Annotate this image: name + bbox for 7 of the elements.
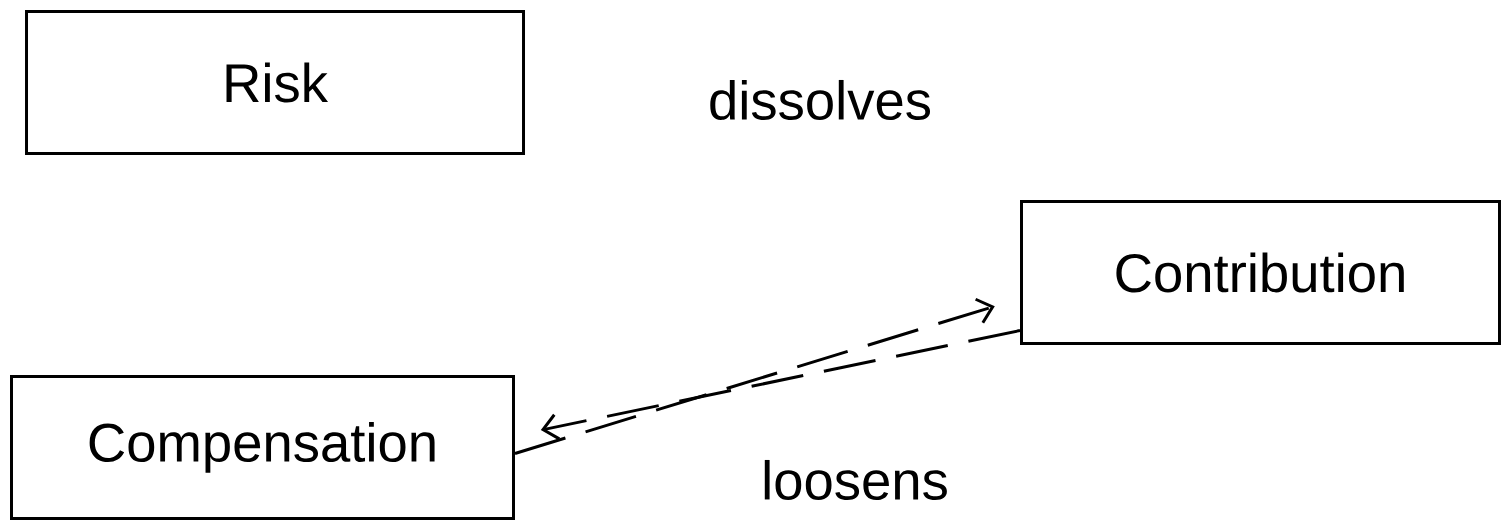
arrow: [540, 329, 1021, 441]
process-box: Contribution: [1020, 200, 1501, 345]
process-box: Compensation: [10, 375, 515, 520]
process-box: Risk: [25, 10, 525, 155]
note-text: dissolves: [710, 79, 930, 120]
edge-label: loosens: [757, 456, 953, 504]
arrow: [514, 297, 995, 455]
